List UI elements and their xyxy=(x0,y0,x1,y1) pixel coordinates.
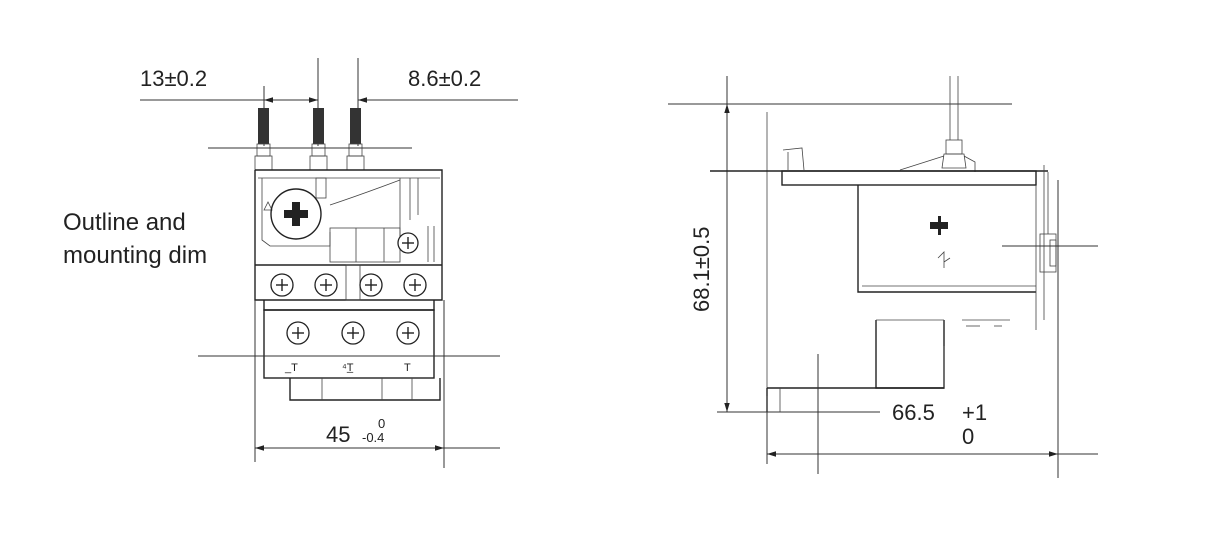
dim-height: 68.1±0.5 xyxy=(689,227,714,312)
width-dimension-group xyxy=(254,300,500,468)
terminal-label-3: T xyxy=(404,362,411,374)
dim-width-tol-lower: -0.4 xyxy=(362,430,384,445)
lower-block xyxy=(263,300,441,401)
screw-icon xyxy=(286,321,310,345)
screw-icon xyxy=(270,273,294,297)
terminal-label-2: ⁴T̲ xyxy=(342,362,354,374)
screw-icon xyxy=(341,321,365,345)
height-dimension-group xyxy=(668,76,1012,413)
dim-depth-tol-lower: 0 xyxy=(962,424,974,449)
screw-icon xyxy=(396,321,420,345)
side-view: 68.1±0.5 xyxy=(668,76,1098,478)
terminal-label-1: _T xyxy=(284,362,298,374)
dim-depth-main: 66.5 xyxy=(892,400,935,425)
screw-icon xyxy=(403,273,427,297)
dim-left-spacing: 13±0.2 xyxy=(140,66,207,91)
terminal-pins xyxy=(254,108,365,171)
dim-width-tol-upper: 0 xyxy=(378,416,385,431)
dim-width-main: 45 xyxy=(326,422,350,447)
caption: Outline and mounting dim xyxy=(63,206,207,272)
front-view: 13±0.2 8.6±0.2 xyxy=(140,58,518,468)
dim-depth-tol-upper: +1 xyxy=(962,400,987,425)
upper-screw-row xyxy=(255,264,442,301)
caption-line-1: Outline and xyxy=(63,209,186,236)
caption-line-2: mounting dim xyxy=(63,242,208,269)
side-terminal xyxy=(899,76,976,172)
screw-icon xyxy=(314,273,338,297)
front-body xyxy=(254,169,443,301)
screw-icon xyxy=(359,273,383,297)
depth-dimension-group xyxy=(766,180,1098,478)
side-body xyxy=(710,112,1098,412)
dim-right-spacing: 8.6±0.2 xyxy=(408,66,481,91)
